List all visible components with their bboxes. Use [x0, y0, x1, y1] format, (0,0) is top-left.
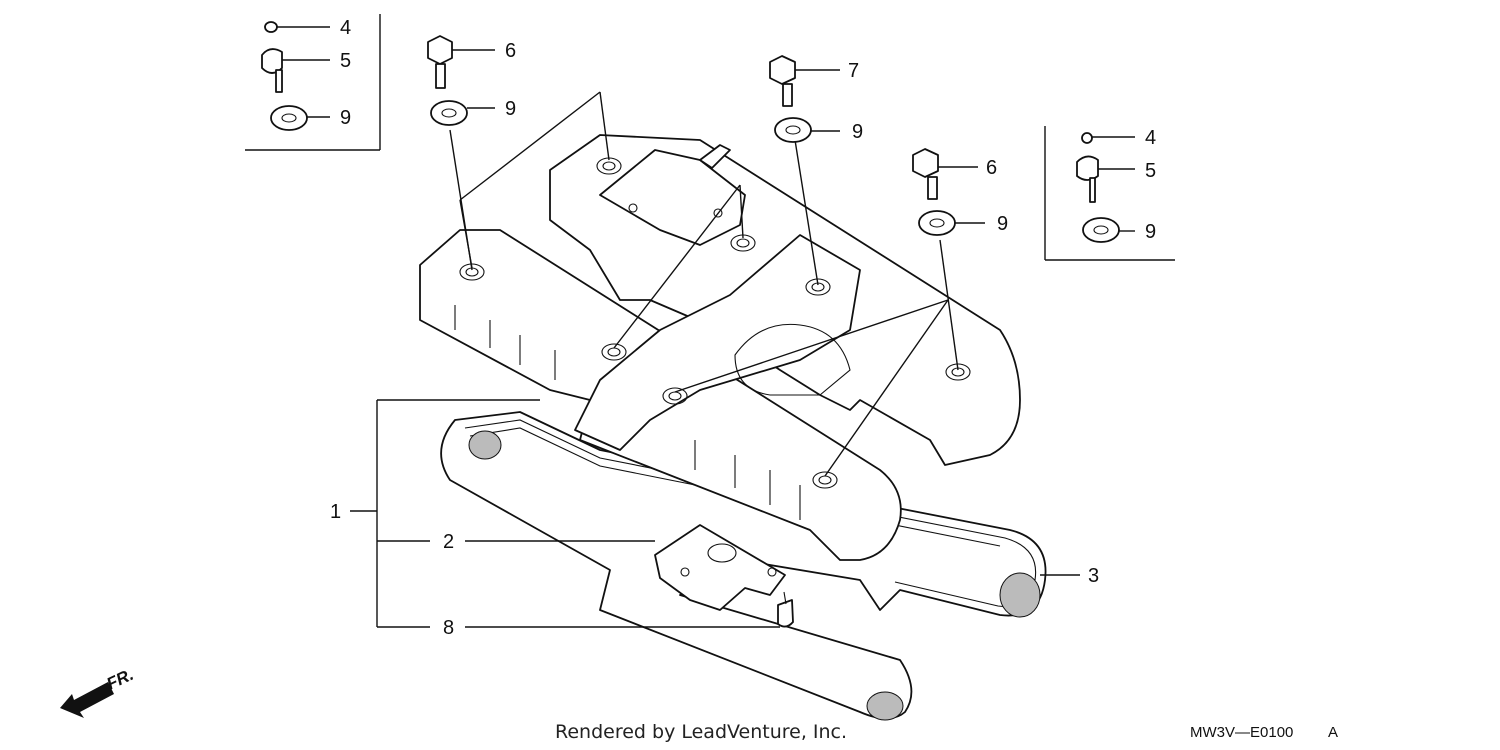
callout-9-right: 9 — [997, 213, 1008, 235]
grommet-part-9-inset-right — [1082, 217, 1120, 243]
bolt-part-8 — [777, 591, 794, 628]
callout-5-left: 5 — [340, 50, 351, 72]
washer-part-4-right — [1081, 132, 1093, 144]
callout-1: 1 — [330, 501, 341, 523]
callout-labels: 4 5 9 6 9 7 9 6 9 4 5 9 1 2 3 8 — [330, 17, 1156, 639]
callout-9-top: 9 — [505, 98, 516, 120]
callout-6-top: 6 — [505, 40, 516, 62]
callout-9-inset-right: 9 — [1145, 221, 1156, 243]
front-direction-arrow: FR. — [60, 665, 137, 718]
cooling-ribs — [454, 305, 801, 520]
callout-leaders — [277, 26, 1135, 628]
callout-5-right: 5 — [1145, 160, 1156, 182]
cylinder-head-cover — [419, 134, 1021, 561]
render-credit: Rendered by LeadVenture, Inc. — [555, 721, 847, 743]
callout-6-right: 6 — [986, 157, 997, 179]
callout-9-mid: 9 — [852, 121, 863, 143]
inset-box-left — [245, 14, 381, 151]
grommet-part-9-top — [430, 100, 468, 126]
bolt-part-6-right — [912, 148, 939, 200]
diagram-code-suffix: A — [1328, 724, 1338, 741]
bolt-part-7 — [769, 55, 796, 107]
callout-4-left: 4 — [340, 17, 351, 39]
callout-9-left: 9 — [340, 107, 351, 129]
bolt-part-6-top — [427, 35, 453, 89]
breather-plate — [654, 524, 786, 611]
leader-lines — [449, 91, 959, 477]
callout-7: 7 — [848, 60, 859, 82]
head-cover-gasket — [440, 411, 1047, 721]
callout-3: 3 — [1088, 565, 1099, 587]
diagram-code: MW3V—E0100 — [1190, 724, 1293, 741]
bolt-part-5-left — [261, 48, 283, 93]
washer-part-4-left — [264, 21, 278, 33]
callout-4-right: 4 — [1145, 127, 1156, 149]
inset-box-right — [1044, 126, 1175, 261]
callout-2: 2 — [443, 531, 454, 553]
grommet-part-9-right — [918, 210, 956, 236]
bolt-part-5-right — [1076, 155, 1099, 203]
grommet-part-9-mid — [774, 117, 812, 143]
callout-8: 8 — [443, 617, 454, 639]
grommet-part-9-left — [270, 105, 308, 131]
